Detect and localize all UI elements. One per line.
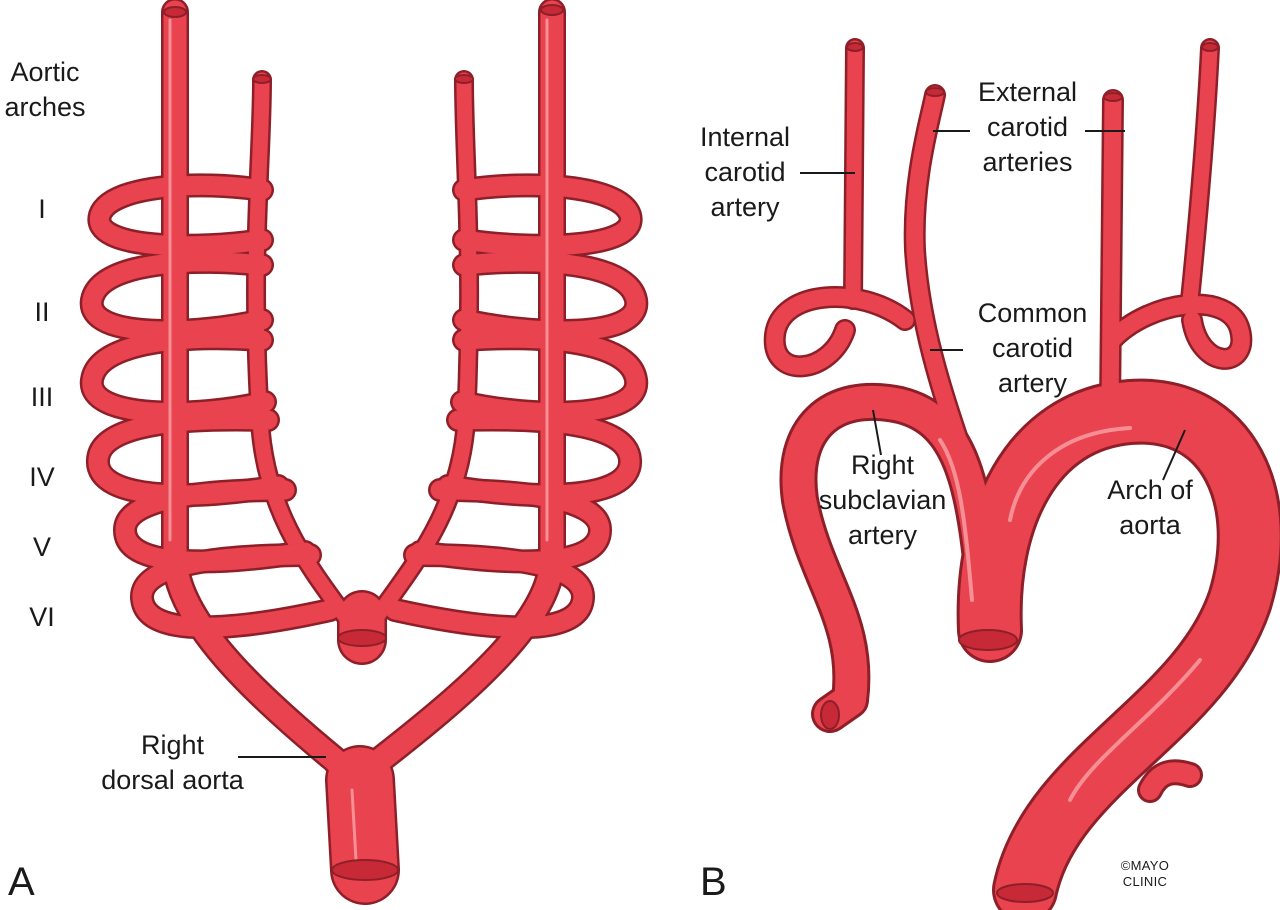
- copyright-mark: ©MAYO CLINIC: [1110, 858, 1180, 890]
- panel-letter-b: B: [700, 860, 727, 904]
- label-common-carotid: Common carotid artery: [960, 296, 1105, 401]
- label-arch-5: V: [32, 532, 51, 562]
- label-aortic-arches: Aortic arches: [0, 55, 90, 125]
- leader-lines: [238, 130, 1186, 758]
- label-arch-of-aorta: Arch of aorta: [1095, 473, 1205, 543]
- panel-letter-a: A: [8, 860, 35, 904]
- panel-b-vessel-openings: [820, 42, 1219, 903]
- right-subclavian-line2: subclavian: [818, 485, 947, 515]
- label-arch-3: III: [30, 382, 54, 412]
- copyright-line1: ©MAYO: [1120, 858, 1170, 873]
- right-subclavian-line1: Right: [850, 450, 915, 480]
- panel-b-vessels: [763, 38, 1280, 910]
- external-carotid-line2: carotid: [986, 112, 1069, 142]
- leader-right-subclavian: [872, 409, 882, 456]
- label-arch-4: IV: [29, 462, 55, 492]
- dorsal-aorta-line2: dorsal aorta: [101, 765, 244, 795]
- label-arch-1: I: [38, 194, 46, 224]
- external-carotid-line3: arteries: [982, 147, 1073, 177]
- leader-arch-of-aorta: [1162, 429, 1186, 481]
- label-external-carotid: External carotid arteries: [965, 75, 1090, 180]
- copyright-line2: CLINIC: [1122, 874, 1168, 889]
- label-arch-6: VI: [29, 602, 55, 632]
- arch-of-aorta-line2: aorta: [1119, 510, 1181, 540]
- label-internal-carotid: Internal carotid artery: [690, 120, 800, 225]
- common-carotid-line3: artery: [997, 368, 1068, 398]
- aortic-arches-line2: arches: [4, 92, 86, 122]
- common-carotid-line1: Common: [977, 298, 1088, 328]
- label-right-dorsal-aorta: Right dorsal aorta: [100, 728, 245, 798]
- external-carotid-line1: External: [977, 77, 1078, 107]
- panel-a-vessel-openings: [163, 4, 564, 881]
- internal-carotid-line3: artery: [710, 192, 780, 222]
- label-arch-2: II: [34, 297, 50, 327]
- right-subclavian-line3: artery: [847, 520, 918, 550]
- arch-of-aorta-line1: Arch of: [1107, 475, 1193, 505]
- internal-carotid-line2: carotid: [704, 157, 786, 187]
- panel-a-vessels: [79, 0, 649, 905]
- label-right-subclavian: Right subclavian artery: [805, 448, 960, 553]
- dorsal-aorta-line1: Right: [140, 730, 205, 760]
- common-carotid-line2: carotid: [991, 333, 1074, 363]
- internal-carotid-line1: Internal: [699, 122, 791, 152]
- aortic-arches-line1: Aortic: [10, 57, 80, 87]
